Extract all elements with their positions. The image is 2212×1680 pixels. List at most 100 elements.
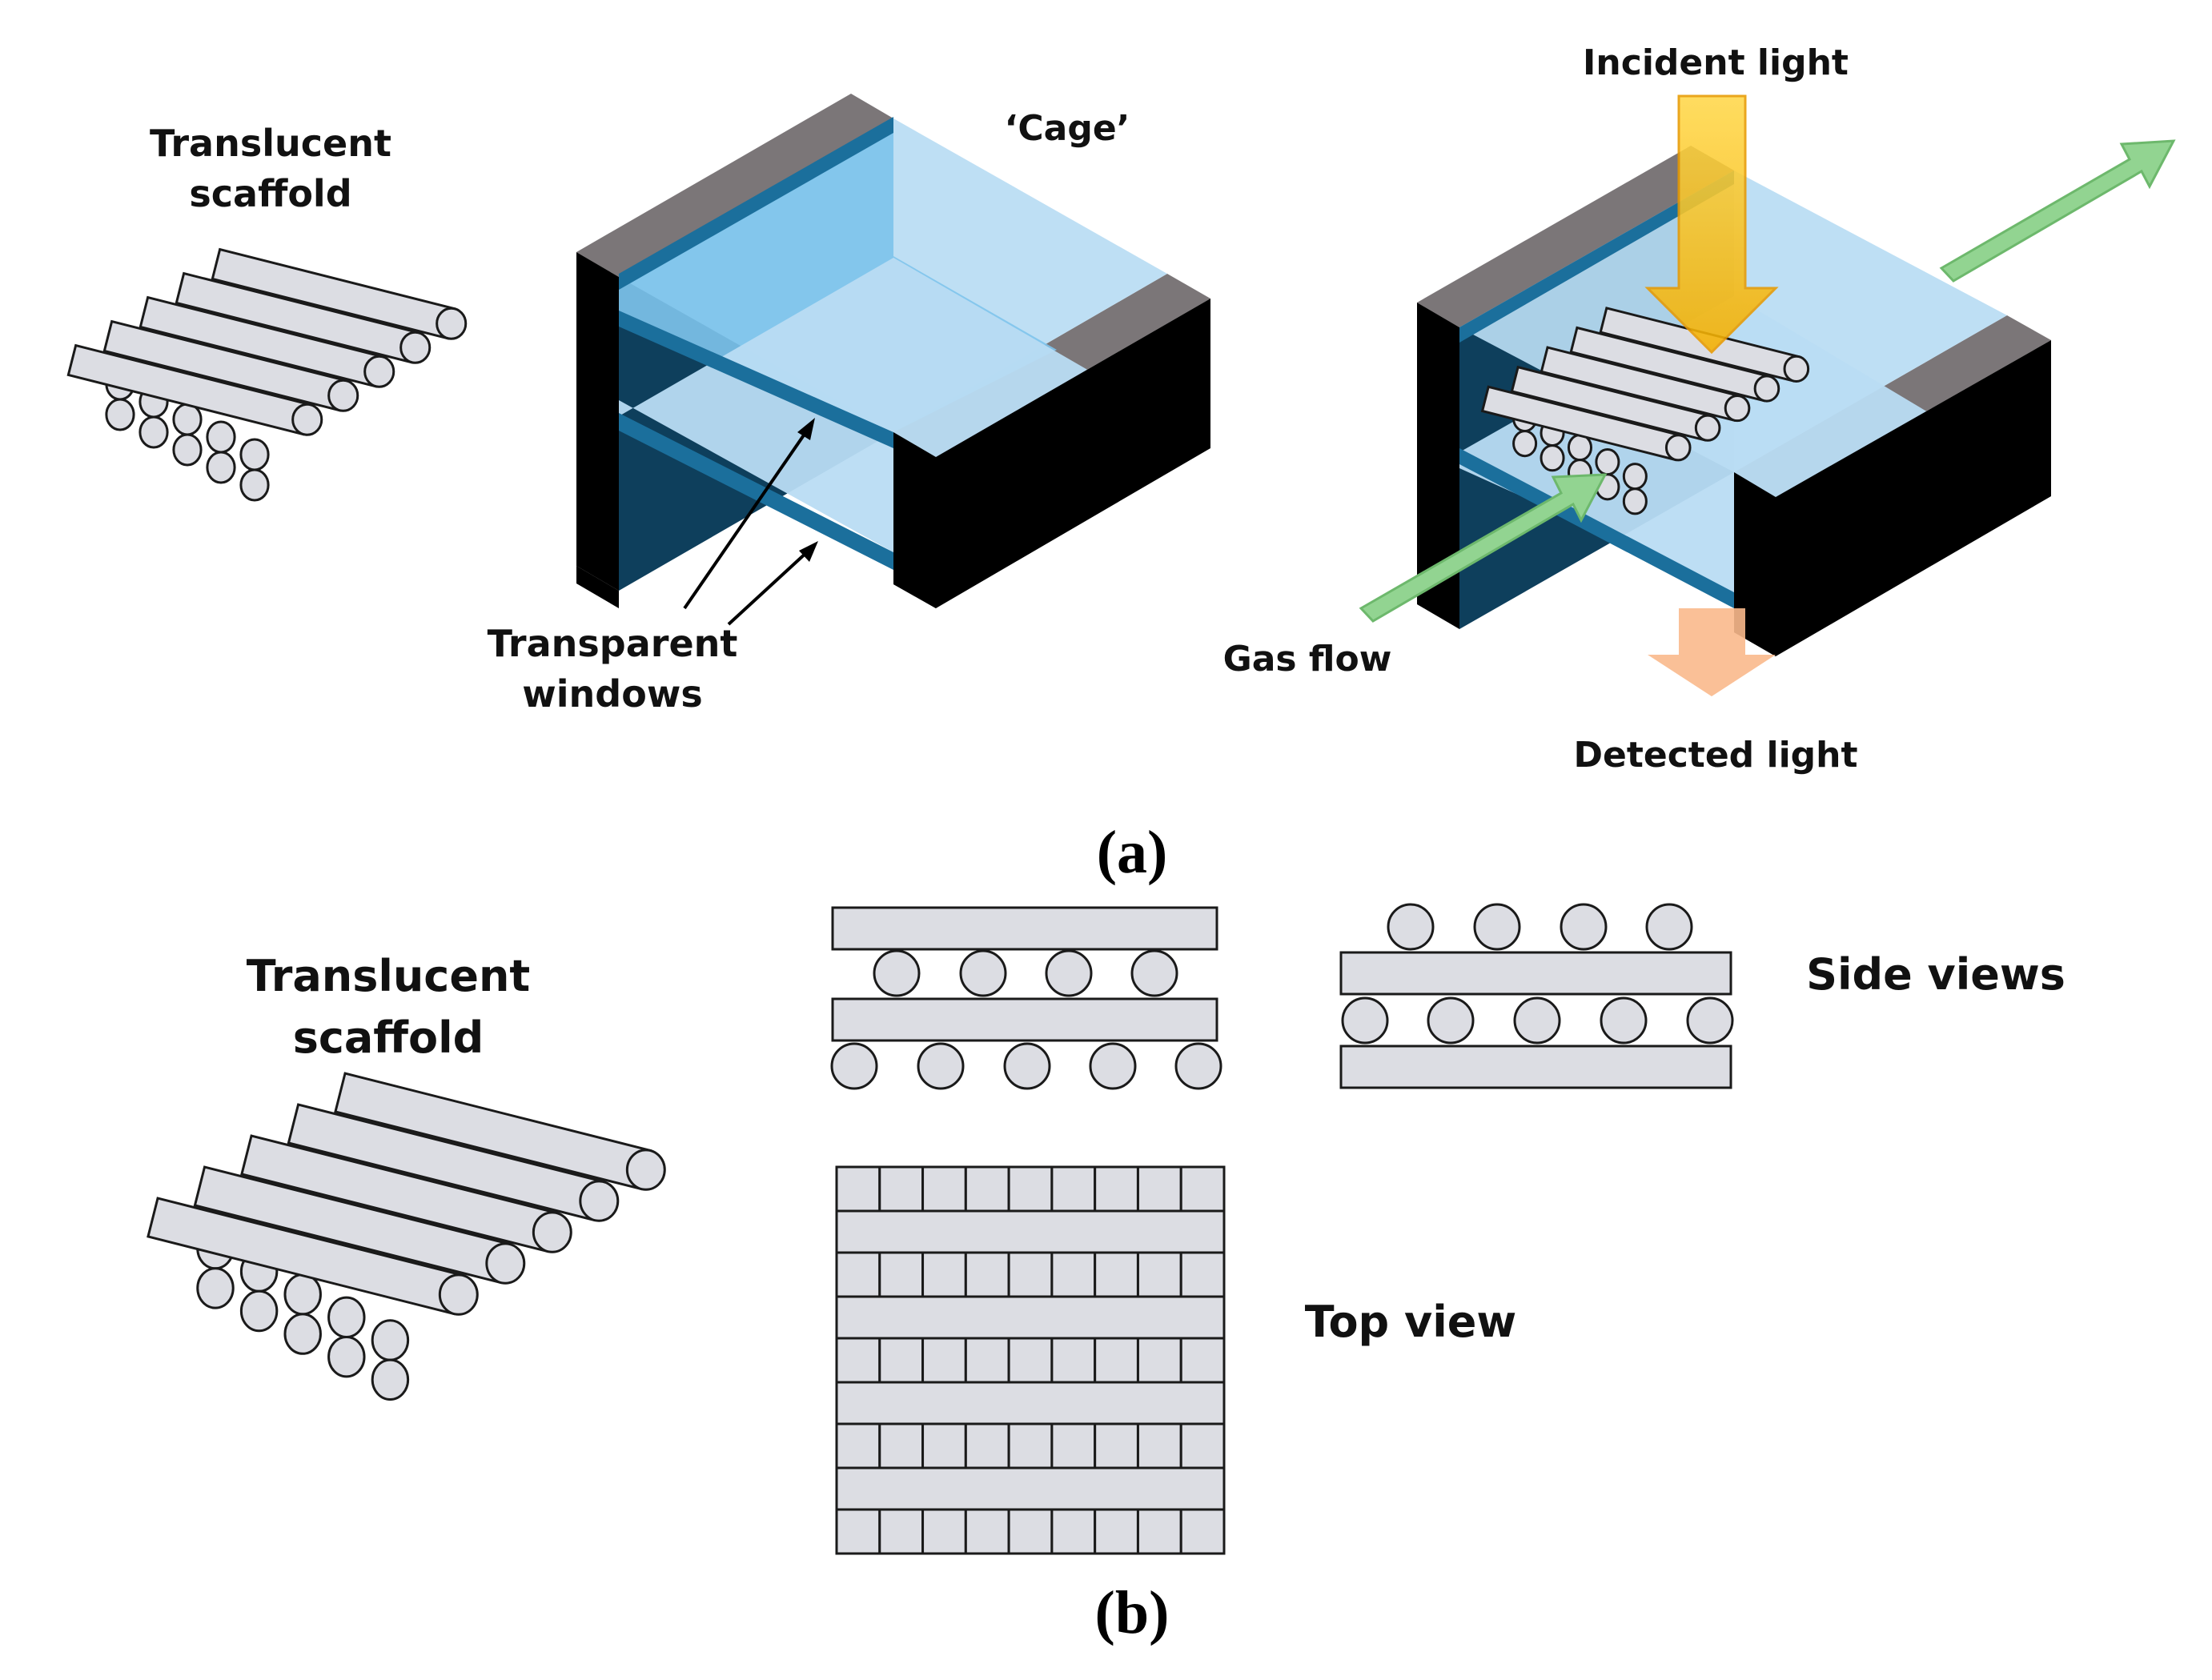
scaffold-rod-end	[485, 1242, 526, 1285]
cage-mid-window-edge	[619, 311, 893, 448]
scaffold-rod-end	[1753, 375, 1780, 403]
gas-flow-out-arrow	[1939, 139, 2176, 283]
scaffold-rod-end	[399, 331, 432, 364]
scaffold-lower-rod-end	[1622, 487, 1648, 515]
scaffold-lower-rod-end	[1540, 444, 1565, 472]
side-circle	[1645, 903, 1693, 951]
window-pointer-arrows	[683, 418, 818, 626]
top-square	[964, 1508, 1010, 1555]
top-square	[1179, 1508, 1226, 1555]
scaffold-label-b-line1: Translucent	[247, 951, 530, 1001]
top-square	[835, 1337, 881, 1384]
scaffold-lower-rod-end	[239, 1289, 279, 1333]
top-square	[964, 1251, 1010, 1298]
scaffold-lower-rod-end	[1512, 430, 1538, 458]
top-square	[878, 1165, 925, 1213]
top-square	[1179, 1165, 1226, 1213]
side-circle	[1003, 1042, 1051, 1090]
scaffold-label-a-line1: Translucent	[150, 122, 391, 165]
side-circle	[1513, 996, 1561, 1044]
top-square	[921, 1508, 967, 1555]
side-circle	[917, 1042, 965, 1090]
cage-illustration	[576, 94, 1210, 608]
top-bar	[835, 1381, 1226, 1425]
scaffold-lower-rod-end	[139, 415, 169, 449]
side-circle	[1130, 949, 1178, 997]
side-circle	[1427, 996, 1475, 1044]
detected-light-arrow	[1648, 608, 1776, 696]
scaffold-rod-end	[327, 379, 359, 412]
scaffold-illustration-b	[147, 1072, 666, 1401]
scaffold-rod-end	[438, 1273, 479, 1316]
scaffold-illustration-a	[66, 247, 468, 502]
cage-left-frame	[576, 252, 619, 591]
top-square	[1136, 1508, 1182, 1555]
side-bar	[831, 906, 1218, 951]
scaffold-rod-end	[1724, 395, 1751, 423]
side-circle	[1560, 903, 1608, 951]
top-square	[1050, 1508, 1097, 1555]
scaffold-lower-rod-end	[283, 1313, 322, 1355]
scaffold-lower-rod-end	[172, 433, 203, 467]
top-square	[964, 1337, 1010, 1384]
top-square	[835, 1251, 881, 1298]
top-square	[1136, 1165, 1182, 1213]
scaffold-lower-rod-end	[206, 420, 236, 454]
scaffold-lower-rod-end	[327, 1336, 366, 1378]
cage-right-frame	[893, 299, 1210, 608]
side-circle	[1473, 903, 1521, 951]
side-circle	[959, 949, 1007, 997]
top-square	[964, 1165, 1010, 1213]
scaffold-lower-rod-end	[283, 1273, 322, 1316]
top-bar	[835, 1209, 1226, 1254]
panel-label-b: (b)	[1095, 1579, 1170, 1646]
scaffold-rod-end	[1694, 414, 1721, 442]
top-square	[921, 1251, 967, 1298]
cage-shelf-edge	[619, 117, 893, 290]
gas-flow-in-arrow	[1359, 473, 1608, 623]
top-square	[964, 1422, 1010, 1469]
top-square	[1094, 1508, 1139, 1555]
scaffold-lower-rod-end	[239, 468, 270, 502]
side-circle	[830, 1042, 878, 1090]
top-square	[1094, 1165, 1139, 1213]
side-circle	[1387, 903, 1435, 951]
top-square	[1050, 1337, 1097, 1384]
top-square	[878, 1422, 925, 1469]
reactor-scaffold	[1480, 307, 1810, 515]
top-square	[921, 1165, 967, 1213]
side-bar	[1339, 1044, 1732, 1089]
windows-label-line1: Transparent	[488, 622, 738, 665]
top-square	[1179, 1422, 1226, 1469]
side-circle	[873, 949, 921, 997]
top-square	[1007, 1508, 1054, 1555]
top-square	[835, 1165, 881, 1213]
side-bar	[831, 997, 1218, 1042]
top-square	[1007, 1422, 1054, 1469]
side-view-1	[830, 906, 1222, 1090]
top-square	[878, 1337, 925, 1384]
top-view-grid	[835, 1165, 1226, 1555]
scaffold-rod-end	[291, 403, 323, 436]
cage-top-edge-back	[576, 94, 893, 277]
scaffold-rod-end	[1664, 434, 1692, 462]
scaffold-rod-end	[625, 1149, 666, 1191]
scaffold-lower-rod-end	[1595, 448, 1620, 476]
cage-bottom-window-edge	[619, 413, 893, 570]
top-square	[1136, 1337, 1182, 1384]
side-circle	[1045, 949, 1093, 997]
top-square	[1094, 1337, 1139, 1384]
top-square	[1136, 1422, 1182, 1469]
top-square	[1007, 1337, 1054, 1384]
top-square	[1007, 1165, 1054, 1213]
top-square	[878, 1251, 925, 1298]
top-square	[1094, 1251, 1139, 1298]
top-square	[1094, 1422, 1139, 1469]
scaffold-lower-rod-end	[196, 1267, 235, 1309]
scaffold-rod-end	[1783, 355, 1810, 383]
scaffold-lower-rod-end	[327, 1296, 366, 1339]
side-circle	[1600, 996, 1648, 1044]
scaffold-lower-rod-end	[371, 1358, 410, 1401]
top-square	[1050, 1165, 1097, 1213]
